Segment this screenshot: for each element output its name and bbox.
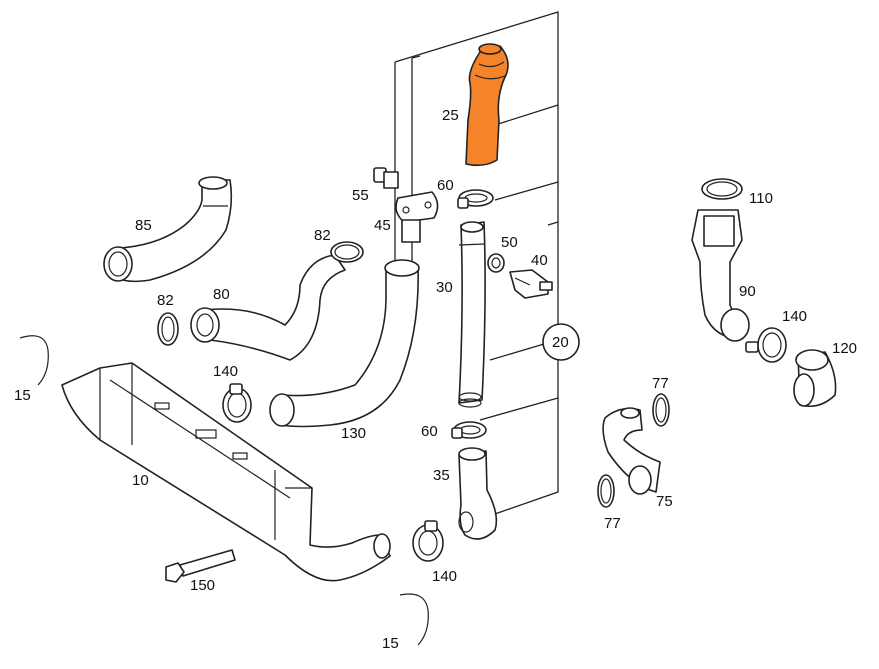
clamp-60-lower[interactable] — [451, 421, 487, 439]
callout-label[interactable]: 15 — [14, 387, 31, 404]
callout-label[interactable]: 60 — [421, 423, 438, 440]
callout-label[interactable]: 35 — [433, 467, 450, 484]
hose-75[interactable] — [602, 407, 661, 495]
callout-label[interactable]: 77 — [652, 375, 669, 392]
callout-label[interactable]: 30 — [436, 279, 453, 296]
callout-label[interactable]: 120 — [832, 340, 858, 357]
callout-label[interactable]: 110 — [749, 190, 773, 207]
clamp-140-lower[interactable] — [412, 520, 444, 562]
callout-circle-20 — [542, 323, 580, 361]
hose-85[interactable] — [103, 176, 233, 283]
washer-50[interactable] — [487, 253, 505, 273]
oring-77-upper[interactable] — [652, 393, 670, 427]
oring-110[interactable] — [701, 178, 743, 200]
callout-label[interactable]: 50 — [501, 234, 518, 251]
oring-82-upper[interactable] — [330, 241, 364, 263]
callout-label[interactable]: 130 — [341, 425, 367, 442]
callout-label[interactable]: 77 — [604, 515, 621, 532]
pipe-30[interactable] — [458, 221, 486, 408]
callout-label[interactable]: 80 — [213, 286, 230, 303]
callout-label[interactable]: 140 — [213, 363, 239, 380]
callout-label[interactable]: 82 — [157, 292, 174, 309]
callout-label[interactable]: 20 — [552, 334, 569, 351]
callout-label[interactable]: 75 — [656, 493, 673, 510]
callout-label[interactable]: 40 — [531, 252, 548, 269]
circlip-15-lower[interactable] — [399, 593, 429, 646]
clamp-60-upper[interactable] — [457, 189, 494, 209]
callout-label[interactable]: 150 — [190, 577, 216, 594]
callout-label[interactable]: 60 — [437, 177, 454, 194]
sensor-45[interactable] — [395, 191, 439, 243]
hose-25[interactable] — [465, 43, 509, 167]
bolt-55[interactable] — [373, 167, 399, 189]
callout-label[interactable]: 10 — [132, 472, 149, 489]
hose-90[interactable] — [691, 209, 750, 342]
intercooler-10[interactable] — [61, 362, 391, 582]
callout-label[interactable]: 140 — [782, 308, 808, 325]
callout-label[interactable]: 82 — [314, 227, 331, 244]
callout-label[interactable]: 90 — [739, 283, 756, 300]
callout-label[interactable]: 25 — [442, 107, 459, 124]
clamp-140-right[interactable] — [745, 327, 787, 363]
clamp-140-left[interactable] — [222, 383, 252, 423]
bolt-150[interactable] — [165, 549, 236, 583]
callout-label[interactable]: 85 — [135, 217, 152, 234]
callout-label[interactable]: 140 — [432, 568, 458, 585]
oring-77-lower[interactable] — [597, 474, 615, 508]
hose-130[interactable] — [269, 259, 420, 428]
elbow-120[interactable] — [793, 349, 837, 408]
circlip-15-upper[interactable] — [19, 335, 49, 386]
frame-lines — [394, 11, 559, 516]
callout-label[interactable]: 15 — [382, 635, 399, 652]
hose-80[interactable] — [190, 254, 346, 361]
elbow-35[interactable] — [458, 447, 498, 540]
sensor-40[interactable] — [509, 269, 553, 299]
oring-82-lower[interactable] — [157, 312, 179, 346]
callout-label[interactable]: 55 — [352, 187, 369, 204]
callout-label[interactable]: 45 — [374, 217, 391, 234]
